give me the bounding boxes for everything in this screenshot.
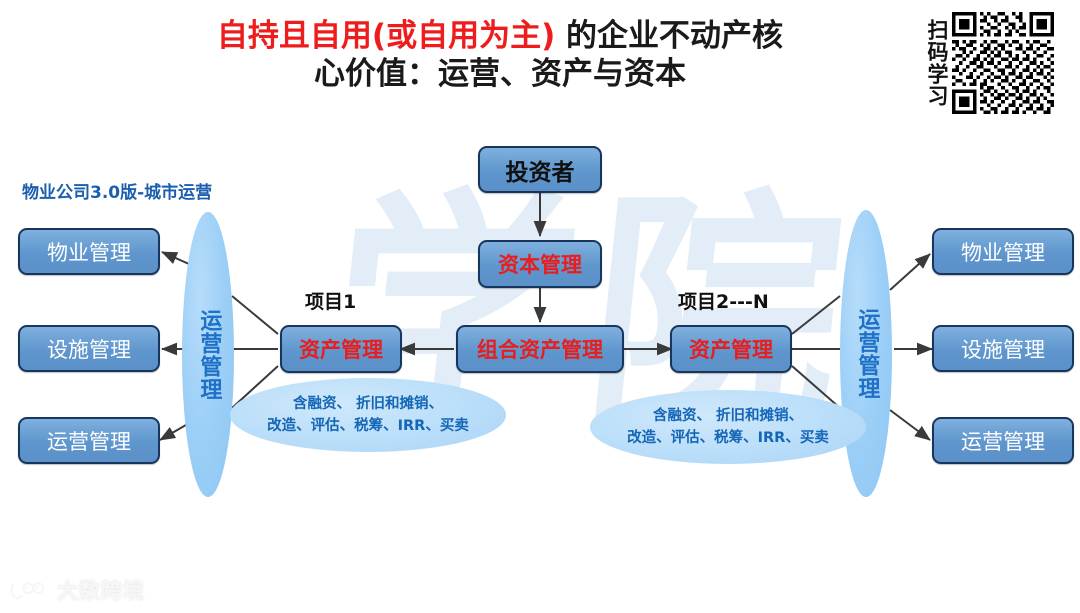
right-project-label: 项目2---N (678, 291, 769, 313)
right-note-line-1: 含融资、 折旧和摊销、 (652, 407, 804, 424)
right-note-ellipse: 含融资、 折旧和摊销、 改造、评估、税筹、IRR、买卖 (590, 390, 866, 464)
left-note-line-1: 含融资、 折旧和摊销、 (292, 395, 444, 412)
qr-caption: 扫码学习 (925, 19, 950, 107)
qr-panel[interactable]: 扫码学习 (922, 4, 1074, 122)
right-note-line-2: 改造、评估、税筹、IRR、买卖 (627, 430, 829, 446)
center-box-capital-management[interactable]: 资本管理 (478, 240, 602, 288)
left-note-line-2: 改造、评估、税筹、IRR、买卖 (267, 418, 469, 434)
title-line-1: 自持且自用(或自用为主) 的企业不动产核 (90, 18, 910, 56)
right-pill-operations-management: 运营管理 (840, 210, 892, 497)
left-pill-label: 运营管理 (196, 308, 222, 401)
brand-logo-icon (10, 582, 45, 600)
center-box-portfolio-asset-management[interactable]: 组合资产管理 (456, 325, 624, 373)
left-box-operations-management[interactable]: 运营管理 (18, 417, 160, 464)
left-box-property-management[interactable]: 物业管理 (18, 228, 160, 275)
title-red-part: 自持且自用(或自用为主) (216, 18, 556, 54)
right-box-property-management[interactable]: 物业管理 (932, 228, 1074, 275)
left-pill-operations-management: 运营管理 (182, 212, 234, 497)
page-title: 自持且自用(或自用为主) 的企业不动产核 心价值：运营、资产与资本 (90, 18, 910, 94)
qr-code-icon[interactable] (952, 12, 1055, 114)
right-box-asset-management[interactable]: 资产管理 (670, 325, 792, 373)
left-box-asset-management[interactable]: 资产管理 (280, 325, 402, 373)
right-pill-label: 运营管理 (854, 307, 880, 400)
left-project-label: 项目1 (305, 291, 357, 313)
center-box-investor[interactable]: 投资者 (478, 146, 602, 193)
left-section-heading: 物业公司3.0版-城市运营 (22, 183, 213, 203)
right-box-facility-management[interactable]: 设施管理 (932, 325, 1074, 372)
left-box-facility-management[interactable]: 设施管理 (18, 325, 160, 372)
footer-watermark: 大数跨境 (10, 575, 145, 605)
footer-brand-text: 大数跨境 (57, 579, 145, 603)
left-note-ellipse: 含融资、 折旧和摊销、 改造、评估、税筹、IRR、买卖 (230, 378, 506, 452)
right-box-operations-management[interactable]: 运营管理 (932, 417, 1074, 464)
title-black-part: 的企业不动产核 (555, 18, 784, 54)
title-line-2: 心价值：运营、资产与资本 (314, 55, 686, 92)
